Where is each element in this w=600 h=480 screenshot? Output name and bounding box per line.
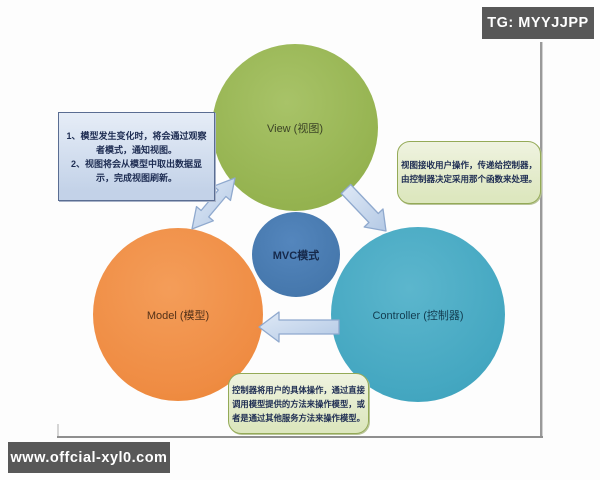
telegram-watermark-badge: TG: MYYJJPP <box>482 7 594 39</box>
slide-bottom-border <box>57 436 543 438</box>
mvc-center-circle-label: MVC模式 <box>272 249 320 262</box>
callout-line: 1、模型发生变化时，将会通过观察 <box>66 130 207 141</box>
model-circle: Model (模型) <box>93 228 263 401</box>
view-circle: View (视图) <box>212 44 378 211</box>
callout-line: 由控制器决定采用那个函数来处理。 <box>400 173 537 184</box>
view-circle-label: View (视图) <box>266 122 324 135</box>
model-circle-label: Model (模型) <box>146 309 210 322</box>
callout-line: 调用模型提供的方法来操作模型，或 <box>232 398 365 409</box>
callout-view-controller-note: 视图接收用户操作，传递给控制器， 由控制器决定采用那个函数来处理。 <box>397 141 541 204</box>
slide-bottom-border-tick <box>57 424 59 436</box>
callout-line: 控制器将用户的具体操作，通过直接 <box>232 384 365 395</box>
callout-line: 示，完成视图刷新。 <box>95 172 177 183</box>
callout-controller-model-note: 控制器将用户的具体操作，通过直接 调用模型提供的方法来操作模型，或 者是通过其他… <box>228 373 369 434</box>
callout-line: 者是通过其他服务方法来操作模型。 <box>232 412 365 423</box>
callout-line: 2、视图将会从模型中取出数据显 <box>70 158 202 169</box>
callout-line: 者模式，通知视图。 <box>95 144 177 155</box>
slide-right-border <box>540 42 543 437</box>
callout-line: 视图接收用户操作，传递给控制器， <box>400 160 537 170</box>
callout-model-view-notes: 1、模型发生变化时，将会通过观察 者模式，通知视图。 2、视图将会从模型中取出数… <box>58 112 215 201</box>
controller-circle: Controller (控制器) <box>331 227 505 402</box>
arrow-controller-to-model-icon <box>258 311 340 343</box>
website-watermark-badge: www.offcial-xyl0.com <box>8 442 170 473</box>
mvc-center-circle: MVC模式 <box>252 212 340 297</box>
controller-circle-label: Controller (控制器) <box>372 309 464 322</box>
